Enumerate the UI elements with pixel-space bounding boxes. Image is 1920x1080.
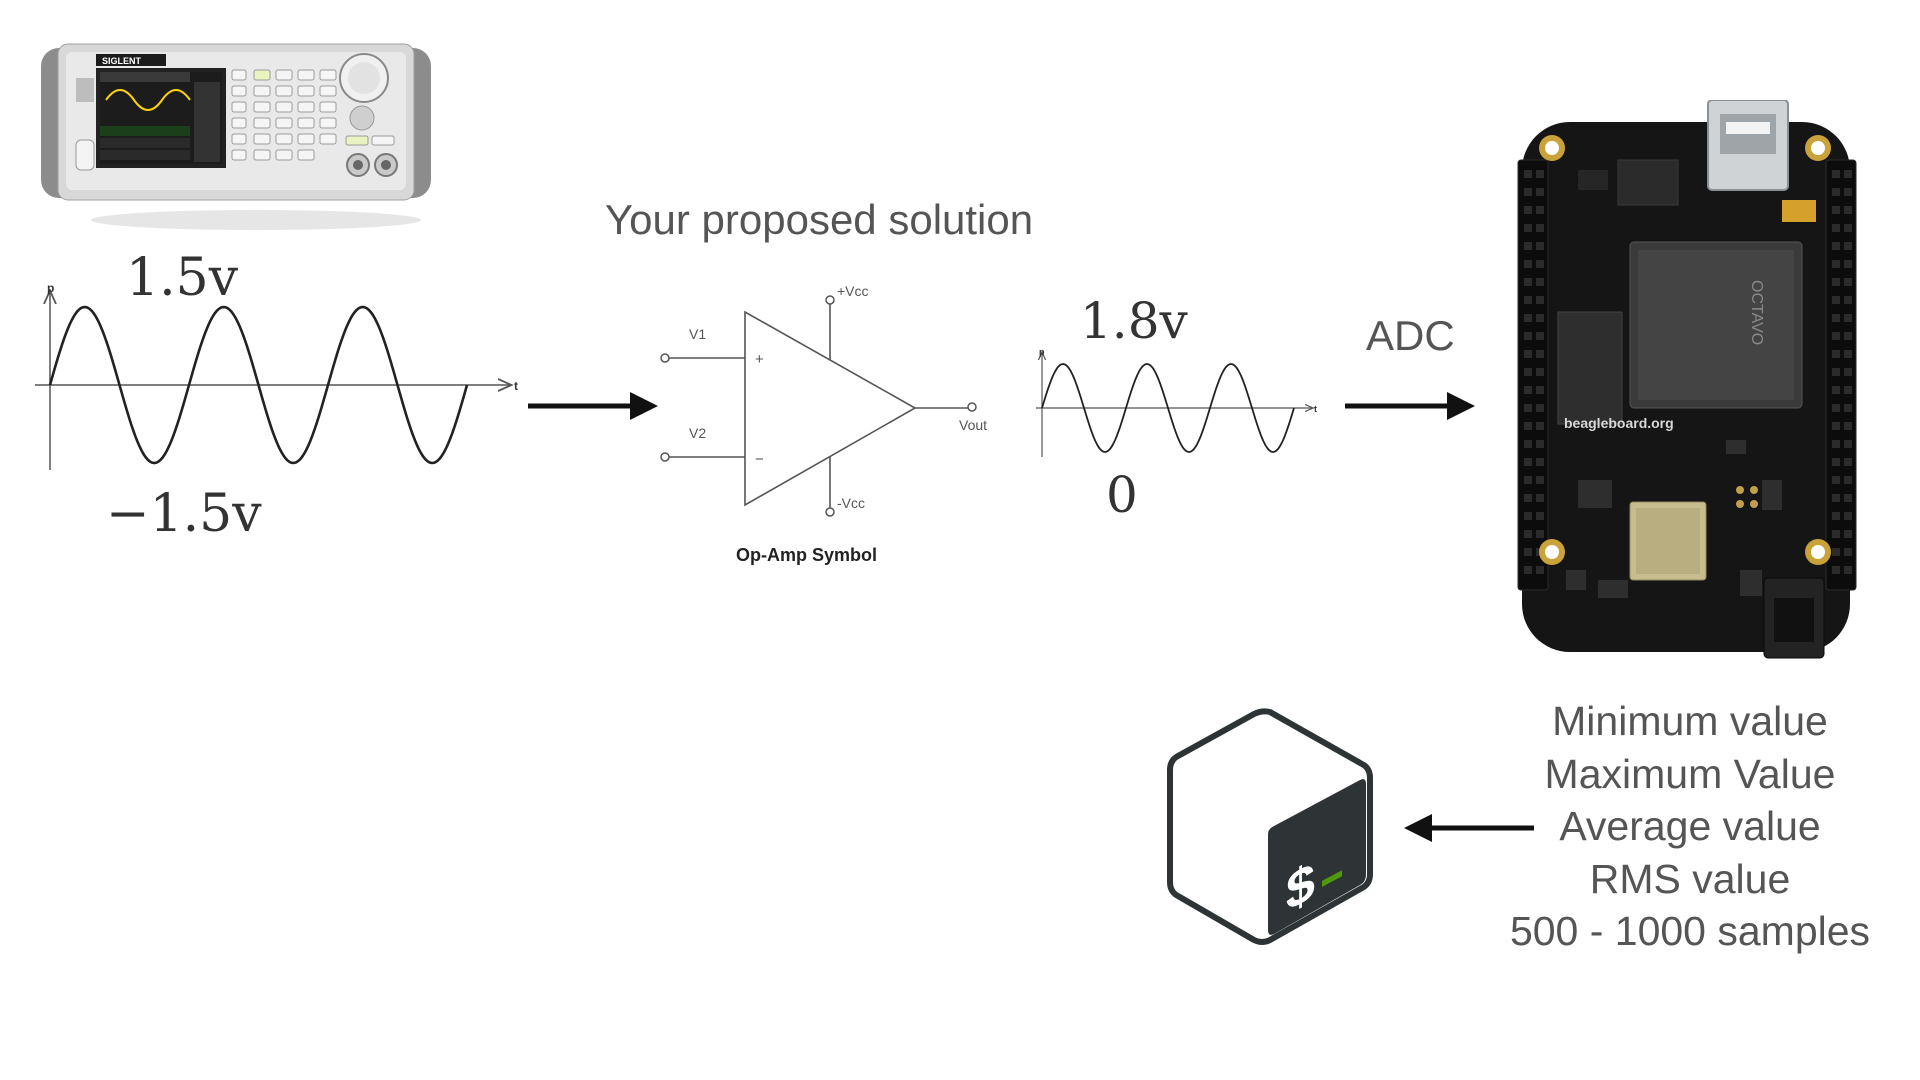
op-amp-symbol: V1 V2 + − +Vcc -Vcc Vout bbox=[660, 283, 987, 517]
input-x-axis-label: t bbox=[514, 379, 518, 393]
board-chip-label: OCTAVO bbox=[1748, 280, 1765, 345]
output-min-label: 0 bbox=[1106, 466, 1138, 524]
stat-average: Average value bbox=[1559, 803, 1821, 849]
opamp-vcc-pos-label: +Vcc bbox=[837, 283, 869, 299]
solution-title: Your proposed solution bbox=[605, 196, 1034, 243]
opamp-vcc-neg-label: -Vcc bbox=[837, 495, 865, 511]
opamp-v2-label: V2 bbox=[689, 425, 706, 441]
adc-label: ADC bbox=[1366, 312, 1455, 359]
input-y-axis-label: p bbox=[47, 281, 54, 295]
input-min-label: −1.5v bbox=[106, 484, 262, 544]
opamp-caption: Op-Amp Symbol bbox=[736, 545, 878, 565]
stat-minimum: Minimum value bbox=[1552, 698, 1828, 744]
opamp-plus-label: + bbox=[755, 351, 764, 368]
opamp-v1-label: V1 bbox=[689, 326, 706, 342]
opamp-vout-label: Vout bbox=[959, 417, 987, 433]
output-x-axis-label: t bbox=[1314, 404, 1317, 414]
terminal-cursor bbox=[1322, 870, 1342, 887]
board-logo-text: beagleboard.org bbox=[1564, 415, 1674, 431]
arrow-to-adc bbox=[1345, 392, 1475, 420]
output-max-label: 1.8v bbox=[1080, 292, 1188, 350]
brand-label: SIGLENT bbox=[102, 56, 142, 66]
output-waveform: p t bbox=[1036, 347, 1317, 457]
arrow-to-terminal bbox=[1404, 814, 1534, 842]
input-sine-curve bbox=[48, 305, 469, 465]
stats-list: Minimum value Maximum Value Average valu… bbox=[1460, 695, 1920, 958]
arrow-to-opamp bbox=[528, 392, 658, 420]
bash-terminal-icon: $ bbox=[1167, 708, 1373, 945]
beaglebone-board-image: OCTAVO beagleboard.org bbox=[1517, 100, 1857, 659]
stat-maximum: Maximum Value bbox=[1544, 750, 1836, 797]
stat-rms: RMS value bbox=[1589, 855, 1791, 902]
output-y-axis-label: p bbox=[1039, 347, 1045, 357]
output-sine-curve bbox=[1041, 363, 1295, 453]
opamp-minus-label: − bbox=[755, 451, 764, 468]
input-waveform: p t bbox=[35, 281, 518, 470]
stat-samples: 500 - 1000 samples bbox=[1509, 908, 1871, 954]
input-max-label: 1.5v bbox=[126, 248, 239, 308]
signal-generator-image: SIGLENT bbox=[41, 43, 431, 230]
